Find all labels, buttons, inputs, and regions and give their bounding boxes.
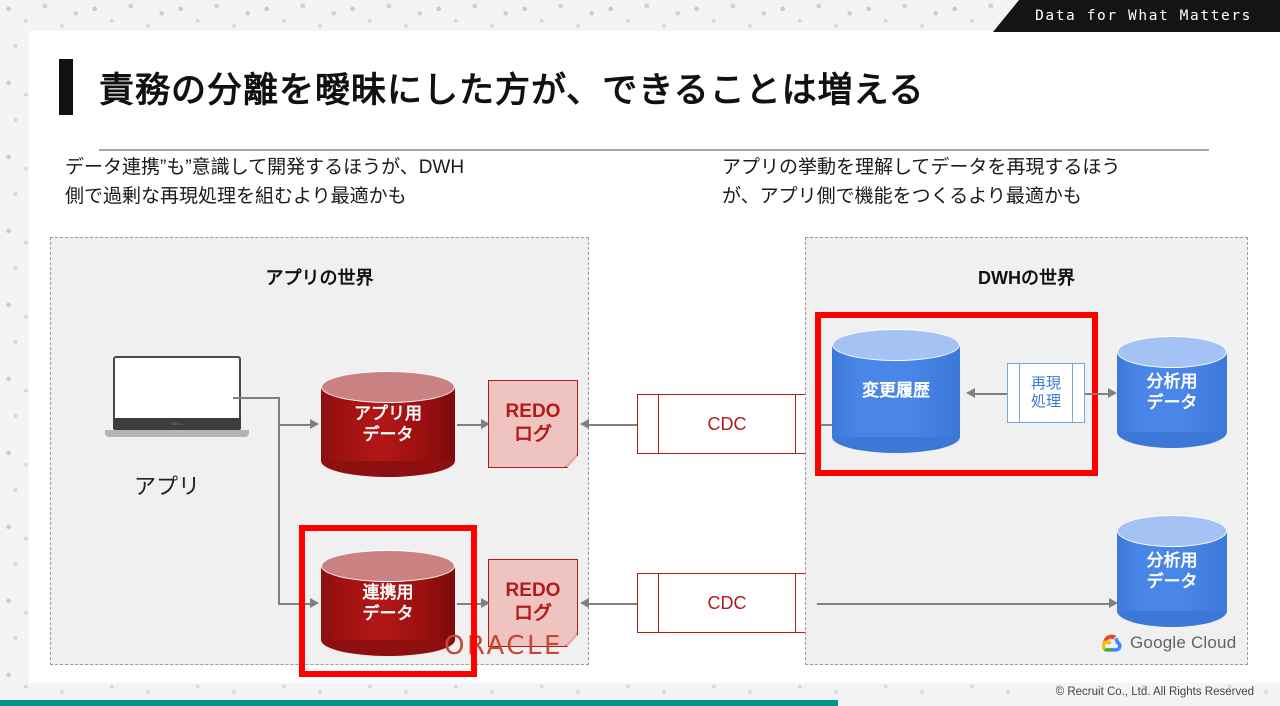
arrowhead-renkei-to-redo — [481, 598, 490, 608]
replay-process: 再現 処理 — [1007, 363, 1085, 423]
google-cloud-logo-text: Google Cloud — [1130, 633, 1237, 652]
change-history-cylinder-label: 変更履歴 — [862, 381, 930, 401]
replay-process-label: 再現 処理 — [1030, 375, 1061, 410]
analytics-data-bottom-label: 分析用 データ — [1146, 550, 1198, 591]
brand-banner: Data for What Matters — [993, 0, 1280, 32]
renkei-data-cylinder: 連携用 データ — [321, 550, 455, 656]
cdc-top-label: CDC — [707, 413, 747, 434]
google-cloud-icon — [1102, 634, 1122, 652]
google-cloud-logo: Google Cloud — [1102, 633, 1236, 653]
arrowhead-to-renkei-data — [310, 598, 319, 608]
connector-cdc-bottom-right — [817, 603, 1115, 605]
title-accent-bar — [59, 59, 73, 115]
title-divider — [99, 149, 1209, 151]
redo-log-bottom: REDO ログ — [488, 559, 578, 647]
connector-laptop-stub — [233, 397, 279, 399]
title-text: 責務の分離を曖昧にした方が、できることは増える — [99, 70, 925, 110]
arrowhead-cdc-to-analytics-bottom — [1109, 598, 1118, 608]
redo-log-bottom-label: REDO ログ — [505, 580, 561, 624]
app-world-title: アプリの世界 — [265, 268, 374, 288]
connector-cdc-top-left — [589, 424, 637, 426]
analytics-data-cylinder-top: 分析用 データ — [1117, 336, 1227, 448]
app-data-cylinder: アプリ用 データ — [321, 371, 455, 477]
connector-to-app-data — [278, 424, 312, 426]
redo-log-top: REDO ログ — [488, 380, 578, 468]
connector-laptop-vertical — [278, 397, 280, 605]
connector-replay-to-change-history — [975, 393, 1008, 395]
highlight-box-renkei-data — [299, 525, 477, 677]
caption-left: データ連携”も”意識して開発するほうが、DWH 側で過剰な再現処理を組むより最適… — [65, 157, 465, 208]
connector-appdata-to-redo — [457, 424, 485, 426]
arrowhead-cdc-to-redo-top — [580, 419, 589, 429]
laptop-caption: アプリ — [134, 474, 201, 499]
app-data-cylinder-label: アプリ用 データ — [354, 403, 422, 444]
slide-canvas: 責務の分離を曖昧にした方が、できることは増える データ連携”も”意識して開発する… — [29, 31, 1280, 683]
arrowhead-replay-to-analytics — [1108, 388, 1117, 398]
laptop-screen — [113, 356, 241, 428]
laptop-bezel: DELL — [113, 418, 241, 430]
cylinder-top — [1117, 336, 1227, 368]
connector-to-renkei-data — [278, 603, 312, 605]
footer-accent-bar — [0, 700, 838, 706]
cylinder-top — [832, 329, 960, 361]
laptop-brand-mark: DELL — [170, 421, 183, 426]
analytics-data-top-label: 分析用 データ — [1146, 371, 1198, 412]
laptop-base — [105, 430, 249, 437]
cylinder-top — [1117, 515, 1227, 547]
caption-right: アプリの挙動を理解してデータを再現するほう が、アプリ側で機能をつくるより最適か… — [722, 157, 1121, 208]
redo-log-top-label: REDO ログ — [505, 401, 561, 445]
renkei-data-cylinder-label: 連携用 データ — [362, 582, 414, 623]
arrowhead-to-app-data — [310, 419, 319, 429]
cdc-bottom-label: CDC — [707, 592, 747, 613]
change-history-cylinder: 変更履歴 — [832, 329, 960, 453]
copyright-text: © Recruit Co., Ltd. All Rights Reserved — [1055, 686, 1254, 698]
cdc-bottom: CDC — [637, 573, 817, 633]
cdc-top: CDC — [637, 394, 817, 454]
laptop-icon: DELL — [105, 356, 249, 438]
cylinder-top — [321, 550, 455, 582]
cylinder-top — [321, 371, 455, 403]
brand-banner-text: Data for What Matters — [1035, 8, 1252, 24]
connector-cdc-bottom-left — [589, 603, 637, 605]
arrowhead-appdata-to-redo — [481, 419, 490, 429]
connector-replay-to-analytics — [1085, 393, 1110, 395]
dwh-world-title: DWHの世界 — [978, 268, 1075, 288]
oracle-logo: ORACLE — [444, 631, 563, 661]
arrowhead-cdc-to-redo-bottom — [580, 598, 589, 608]
analytics-data-cylinder-bottom: 分析用 データ — [1117, 515, 1227, 627]
page-title: 責務の分離を曖昧にした方が、できることは増える — [59, 59, 925, 115]
arrowhead-replay-to-change-history — [966, 388, 975, 398]
